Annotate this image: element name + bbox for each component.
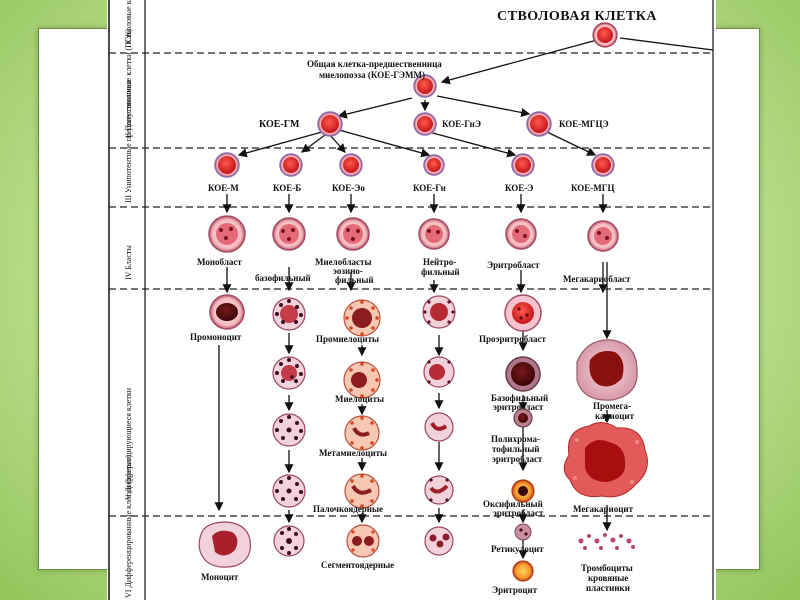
label-philic: фильный [335,275,374,285]
label-proerythroblast: Проэритробласт [479,334,547,344]
oxyphilic-erythroblast-cell [511,479,535,503]
label-cfu-gne: КОЕ-ГнЭ [442,119,481,129]
label-platelets-2: кровяные [588,573,628,583]
label-cfu-mgc: КОЕ-МГЦ [571,183,615,193]
row-label-4: IV Бласты [124,245,133,280]
diagram-title: СТВОЛОВАЯ КЛЕТКА [497,9,657,24]
row-label-1: I Стволовые клетки (СК) поли-потентные [124,0,133,48]
platelets [578,533,635,550]
erythrocyte-cell [512,560,534,582]
label-oxy-2: эритробласт [493,508,544,518]
label-promega-1: Промега- [593,401,631,411]
arrows [214,37,714,560]
eosinophil-cell [346,524,380,558]
cfu-mgc-cell [591,153,615,177]
row-label-6: VI Дифференцированные клетки (зрелые) [124,454,133,598]
cfu-gm-cell [317,111,343,137]
label-platelets-1: Тромбоциты [581,563,633,573]
monoblast-cell [208,215,246,253]
hematopoiesis-diagram: I Стволовые клетки (СК) поли-потентные I… [107,0,716,600]
label-megakaryocyte: Мегакариоцит [573,504,634,514]
label-neutro: Нейтро- [423,257,456,267]
row-label-5: V Дифференцирующиеся клетки [124,387,133,500]
monocyte-cell [198,521,252,568]
label-band: Палочкоядерные [313,504,383,514]
reticulocyte-cell [514,523,532,541]
label-myelocytes: Миелоциты [335,394,384,404]
label-platelets-3: пластинки [586,583,630,593]
label-cfu-m: КОЕ-М [208,183,239,193]
cfu-e-cell [511,153,535,177]
label-promonocyte: Промоноцит [190,332,242,342]
label-poly-3: эритробласт [492,454,543,464]
cfu-gne-cell [413,112,437,136]
basophil-line-cells [272,297,306,508]
eosinophil-line-cells [343,299,381,509]
label-metamyelocytes: Метамиелоциты [319,448,387,458]
basophilic-blast-cell [272,217,306,251]
cfu-mgce-cell [526,111,552,137]
megakaryocyte-cell [563,422,648,498]
stem-cell [592,22,618,48]
promonocyte-cell [209,294,245,330]
grid [108,0,714,600]
polychromatophilic-erythroblast-cell [513,408,533,428]
label-promyelocytes: Промиелоциты [316,334,379,344]
label-basophilic: базофильный [255,273,311,283]
neutrophil-line-cells [422,295,456,505]
label-reticulocyte: Ретикулоцит [491,544,544,554]
label-monocyte: Моноцит [201,572,239,582]
cfu-eo-cell [339,153,363,177]
neutrophilic-blast-cell [418,218,450,250]
label-cfu-gm: КОЕ-ГМ [259,119,300,130]
label-erythrocyte: Эритроцит [492,585,538,595]
label-erythroblast: Эритробласт [487,260,540,270]
erythroblast-cell [505,218,537,250]
cfu-gemm-cell [413,74,437,98]
label-basophilic-ery-1: Базофильный [491,393,548,403]
row-label-3: III Унипотентные предшественники [124,80,133,203]
proerythroblast-cell [504,294,542,332]
label-poly-2: тофильный [492,444,539,454]
label-cfu-e: КОЕ-Э [505,183,533,193]
promegakaryocyte-cell [576,339,638,401]
cfu-m-cell [214,152,240,178]
label-basophilic-ery-2: эритробласт [493,402,544,412]
label-oxy-1: Оксифильный [483,499,543,509]
neutrophil-cell [424,526,454,556]
row-labels: I Стволовые клетки (СК) поли-потентные I… [124,0,133,598]
label-neutro-philic: фильный [421,267,460,277]
cfu-b-cell [279,153,303,177]
label-cfu-mgce: КОЕ-МГЦЭ [559,119,609,129]
row-label-2: II Полустволовые клетки (ПСК) [124,28,133,138]
label-cfu-gn: КОЕ-Гн [413,183,446,193]
label-cfu-eo: КОЕ-Эо [332,183,365,193]
label-cfu-gemm-2: миелопоэза (КОЕ-ГЭММ) [319,70,425,80]
label-promega-2: кариоцит [595,411,635,421]
basophilic-erythroblast-cell [505,356,541,392]
cfu-gn-cell [423,154,445,176]
label-myeloblasts: Миелобласты [315,257,372,267]
label-monoblast: Монобласт [197,257,242,267]
eosinophilic-blast-cell [336,217,370,251]
label-cfu-b: КОЕ-Б [273,183,301,193]
megakaryoblast-cell [587,220,619,252]
label-eosino: эозино- [333,266,363,276]
label-megakaryoblast: Мегакариобласт [563,274,631,284]
basophil-cell [273,525,305,557]
label-segmented: Сегментоядерные [321,560,394,570]
label-cfu-gemm-1: Общая клетка-предшественница [307,59,442,69]
label-poly-1: Полихрома- [491,434,540,444]
